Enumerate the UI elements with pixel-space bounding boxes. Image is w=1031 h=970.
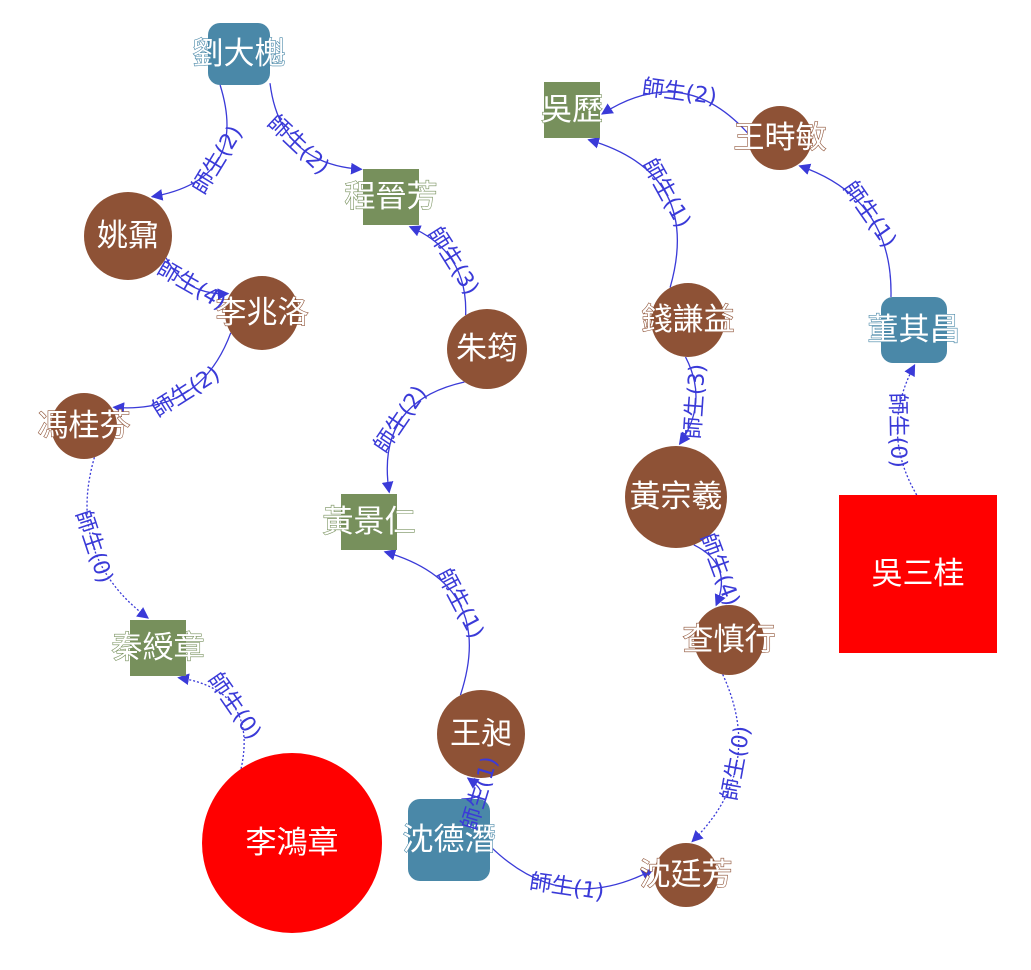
- node-shape: [341, 494, 397, 550]
- edge-shen_deqian-shen_tingfang: [489, 845, 654, 890]
- node-label: 董其昌: [868, 312, 961, 348]
- edge-label: 師生(2): [262, 110, 334, 180]
- node-dong_qichang[interactable]: 董其昌: [867, 297, 961, 363]
- edge-label: 師生(2): [148, 362, 225, 423]
- node-wang_shimin[interactable]: 王時敏: [733, 106, 827, 170]
- edge-label: 師生(2): [369, 381, 432, 457]
- node-label: 沈德潛: [403, 822, 496, 858]
- node-shape: [363, 169, 419, 225]
- edge-dong_qichang-wang_shimin: [798, 163, 892, 298]
- node-shape: [654, 843, 718, 907]
- edge-yao_nai-li_zhaoluo: [165, 257, 230, 300]
- node-label: 沈廷芳: [640, 857, 733, 893]
- edge-label: 師生(3): [422, 223, 483, 300]
- node-label: 李鴻章: [246, 825, 339, 861]
- node-shape: [208, 23, 270, 85]
- edge-shen_deqian-wang_chang: [461, 777, 482, 800]
- node-label: 程晉芳: [345, 179, 438, 215]
- node-label: 李兆洛: [216, 295, 309, 331]
- node-shape: [544, 82, 600, 138]
- edge-huang_zongxi-cha_shenxing: [693, 544, 726, 607]
- edge-label: 師生(4): [694, 530, 744, 609]
- node-label: 查慎行: [683, 622, 776, 658]
- node-label: 吳歷: [541, 92, 603, 128]
- node-label: 秦綬章: [112, 630, 205, 666]
- edge-label: 師生(1): [837, 177, 901, 253]
- node-liu_dakui[interactable]: 劉大櫆: [192, 23, 286, 85]
- edge-wang_shimin-wu_li: [600, 91, 749, 135]
- edge-qian_qianyi-wu_li: [587, 137, 678, 288]
- node-shen_tingfang[interactable]: 沈廷芳: [639, 843, 733, 907]
- node-shape: [839, 495, 997, 653]
- node-label: 馮桂芬: [38, 408, 131, 444]
- node-shen_deqian[interactable]: 沈德潛: [402, 799, 496, 881]
- edge-wang_chang-huang_jingren: [383, 549, 470, 696]
- node-shape: [881, 297, 947, 363]
- edge-label-layer: 師生(2)師生(2)師生(4)師生(2)師生(0)師生(0)師生(3)師生(2)…: [70, 75, 911, 905]
- edge-liu_dakui-cheng_jinfang: [269, 83, 363, 175]
- edge-label: 師生(2): [640, 75, 718, 110]
- node-li_zhaoluo[interactable]: 李兆洛: [215, 276, 309, 350]
- edge-qian_qianyi-huang_zongxi: [678, 356, 697, 446]
- node-wang_chang[interactable]: 王昶: [437, 690, 525, 778]
- node-yao_nai[interactable]: 姚鼐: [84, 192, 172, 280]
- edge-zhu_yun-cheng_jinfang: [408, 225, 467, 316]
- edge-liu_dakui-yao_nai: [150, 84, 228, 201]
- edge-layer: [86, 83, 918, 890]
- edge-label: 師生(1): [528, 870, 606, 906]
- node-shape: [408, 799, 490, 881]
- node-shape: [225, 276, 299, 350]
- node-label: 朱筠: [456, 331, 518, 367]
- node-shape: [437, 690, 525, 778]
- node-label: 劉大櫆: [193, 36, 286, 72]
- edge-label: 師生(0): [202, 668, 265, 744]
- node-shape: [651, 283, 725, 357]
- node-feng_guifen[interactable]: 馮桂芬: [37, 393, 131, 459]
- node-qin_shouzhang[interactable]: 秦綬章: [111, 620, 205, 676]
- node-qian_qianyi[interactable]: 錢謙益: [641, 283, 735, 357]
- edge-li_zhaoluo-feng_guifen: [112, 332, 232, 414]
- edge-label: 師生(0): [718, 724, 756, 802]
- node-label: 吳三桂: [872, 556, 965, 592]
- edge-label: 師生(4): [153, 256, 231, 315]
- node-shape: [694, 605, 764, 675]
- node-cheng_jinfang[interactable]: 程晉芳: [344, 169, 438, 225]
- node-shape: [130, 620, 186, 676]
- node-wu_li[interactable]: 吳歷: [540, 82, 604, 138]
- node-label: 王時敏: [734, 120, 827, 156]
- node-cha_shenxing[interactable]: 查慎行: [682, 605, 776, 675]
- node-shape: [625, 446, 727, 548]
- edge-label: 師生(0): [70, 507, 117, 586]
- edge-li_hongzhang-qin_shouzhang: [177, 673, 245, 769]
- node-shape: [84, 192, 172, 280]
- node-shape: [748, 106, 812, 170]
- node-huang_zongxi[interactable]: 黃宗羲: [625, 446, 727, 548]
- node-label: 錢謙益: [642, 302, 735, 338]
- edge-label: 師生(1): [637, 154, 695, 232]
- edge-wu_sangui-dong_qichang: [896, 363, 918, 496]
- edge-label: 師生(1): [431, 565, 488, 643]
- node-shape: [51, 393, 117, 459]
- edge-label: 師生(3): [681, 363, 711, 440]
- node-zhu_yun[interactable]: 朱筠: [447, 309, 527, 389]
- node-shape: [202, 753, 382, 933]
- node-shape: [447, 309, 527, 389]
- node-wu_sangui[interactable]: 吳三桂: [839, 495, 997, 653]
- node-li_hongzhang[interactable]: 李鴻章: [202, 753, 382, 933]
- node-huang_jingren[interactable]: 黃景仁: [322, 494, 416, 550]
- node-label: 姚鼐: [97, 218, 159, 254]
- node-label: 王昶: [450, 716, 512, 752]
- edge-label: 師生(0): [884, 393, 910, 469]
- edge-zhu_yun-huang_jingren: [381, 381, 465, 494]
- node-label: 黃景仁: [323, 504, 416, 540]
- edge-label: 師生(2): [188, 122, 248, 199]
- node-label: 黃宗羲: [630, 479, 723, 515]
